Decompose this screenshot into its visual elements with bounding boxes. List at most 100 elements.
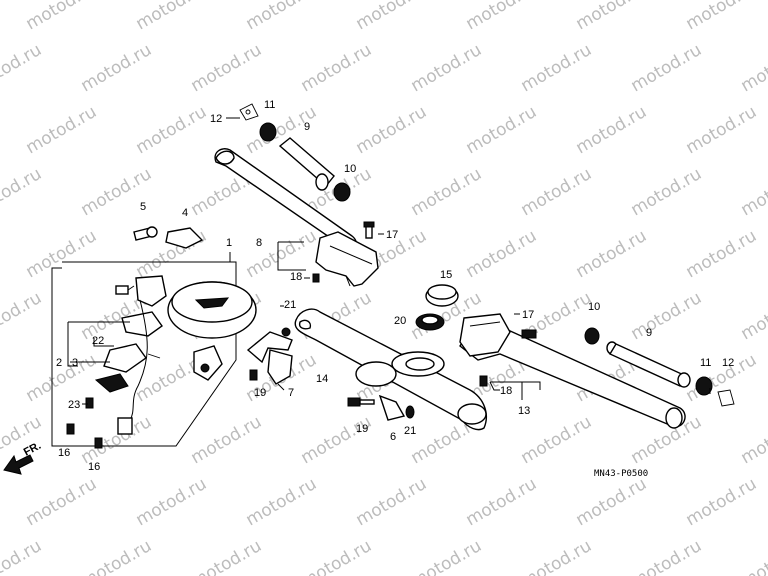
watermark-text: motod.ru <box>78 412 156 468</box>
part-label-4: 4 <box>182 207 188 219</box>
part-label-1: 1 <box>226 237 232 249</box>
part-label-19-left: 19 <box>254 387 266 399</box>
watermark-text: motod.ru <box>298 412 376 468</box>
right-handlebar <box>459 313 686 429</box>
watermark-text: motod.ru <box>628 40 706 96</box>
watermark-text: motod.ru <box>573 474 651 530</box>
watermark-text: motod.ru <box>628 288 706 344</box>
watermark-text: motod.ru <box>518 536 596 576</box>
watermark-text: motod.ru <box>408 164 486 220</box>
part-label-17-lower: 17 <box>522 309 534 321</box>
part-label-10-upper: 10 <box>344 163 356 175</box>
part-label-19-lower: 19 <box>356 423 368 435</box>
part-label-6: 6 <box>390 431 396 443</box>
watermark-text: motod.ru <box>0 536 45 576</box>
watermark-text: motod.ru <box>628 536 706 576</box>
part-label-8: 8 <box>256 237 262 249</box>
watermark-text: motod.ru <box>23 474 101 530</box>
left-handlebar <box>214 148 379 287</box>
part-label-15: 15 <box>440 269 452 281</box>
watermark-text: motod.ru <box>738 164 768 220</box>
top-bridge <box>294 308 488 431</box>
watermark-text: motod.ru <box>518 40 596 96</box>
watermark-text: motod.ru <box>133 474 211 530</box>
part-label-12-upper: 12 <box>210 113 222 125</box>
part-label-21-upper: 21 <box>284 299 296 311</box>
watermark-text: motod.ru <box>133 102 211 158</box>
part-label-20: 20 <box>394 315 406 327</box>
part-label-21-lower: 21 <box>404 425 416 437</box>
watermark-text: motod.ru <box>463 0 541 34</box>
part-label-5: 5 <box>140 201 146 213</box>
part-label-16-b: 16 <box>88 461 100 473</box>
watermark-text: motod.ru <box>298 40 376 96</box>
watermark-text: motod.ru <box>243 226 321 282</box>
bolt-19-lower <box>347 397 375 407</box>
watermark-text: motod.ru <box>353 102 431 158</box>
watermark-text: motod.ru <box>23 226 101 282</box>
bar-end-weight-right <box>584 327 735 407</box>
watermark-text: motod.ru <box>738 288 768 344</box>
part-label-18-lower: 18 <box>500 385 512 397</box>
watermark-text: motod.ru <box>463 226 541 282</box>
direction-label: FR. <box>22 440 43 459</box>
part-label-7: 7 <box>288 387 294 399</box>
watermark-text: motod.ru <box>188 412 266 468</box>
diagram-code: MN43-P0500 <box>594 469 648 479</box>
ignition-switch-group <box>51 226 257 447</box>
watermark-text: motod.ru <box>518 164 596 220</box>
part-label-12-lower: 12 <box>722 357 734 369</box>
part-label-22: 22 <box>92 335 104 347</box>
watermark-text: motod.ru <box>78 40 156 96</box>
watermark-text: motod.ru <box>353 474 431 530</box>
wire-clamp-7 <box>246 327 293 391</box>
part-label-18-upper: 18 <box>290 271 302 283</box>
watermark-text: motod.ru <box>463 474 541 530</box>
watermark-text: motod.ru <box>0 40 45 96</box>
part-labels: 1 2 3 4 5 6 7 8 9 9 10 10 11 11 12 12 13… <box>56 99 734 473</box>
watermark-text: motod.ru <box>243 0 321 34</box>
part-label-16-a: 16 <box>58 447 70 459</box>
watermark-text: motod.ru <box>78 536 156 576</box>
watermark-text: motod.ru <box>683 102 761 158</box>
bar-end-weight-left <box>239 103 351 202</box>
watermark-text: motod.ru <box>738 412 768 468</box>
part-label-17-upper: 17 <box>386 229 398 241</box>
part-label-14: 14 <box>316 373 328 385</box>
watermark-text: motod.ru <box>628 164 706 220</box>
watermark-text: motod.ru <box>738 536 768 576</box>
watermark-text: motod.ru <box>683 226 761 282</box>
watermark-text: motod.ru <box>573 102 651 158</box>
watermark-text: motod.ru <box>408 40 486 96</box>
watermark-text: motod.ru <box>23 102 101 158</box>
watermark-text: motod.ru <box>0 164 45 220</box>
watermark-text: motod.ru <box>188 536 266 576</box>
bolts-16 <box>66 397 103 449</box>
watermark-text: motod.ru <box>573 226 651 282</box>
part-label-10-lower: 10 <box>588 301 600 313</box>
collar-21-lower <box>405 405 415 419</box>
part-label-23: 23 <box>68 399 80 411</box>
part-label-11-upper: 11 <box>264 99 275 111</box>
watermark-text: motod.ru <box>518 412 596 468</box>
stem-nut-cap <box>415 284 459 331</box>
watermark-text: motod.ru <box>23 0 101 34</box>
watermark-text: motod.ru <box>298 536 376 576</box>
watermark-text: motod.ru <box>133 0 211 34</box>
label-dashes <box>226 117 520 391</box>
leader-lines-left <box>67 321 130 405</box>
watermark-text: motod.ru <box>188 40 266 96</box>
watermark-text: motod.ru <box>738 40 768 96</box>
bolt-17-upper <box>363 221 375 239</box>
watermark-text: motod.ru <box>573 0 651 34</box>
watermark-text: motod.ru <box>243 474 321 530</box>
bolt-18-upper <box>312 273 320 283</box>
watermark-text: motod.ru <box>0 288 45 344</box>
part-label-2: 2 <box>56 357 62 369</box>
watermark-text: motod.ru <box>353 0 431 34</box>
part-label-3: 3 <box>72 357 78 369</box>
part-label-9-upper: 9 <box>304 121 310 133</box>
watermark-text: motod.ru <box>463 102 541 158</box>
